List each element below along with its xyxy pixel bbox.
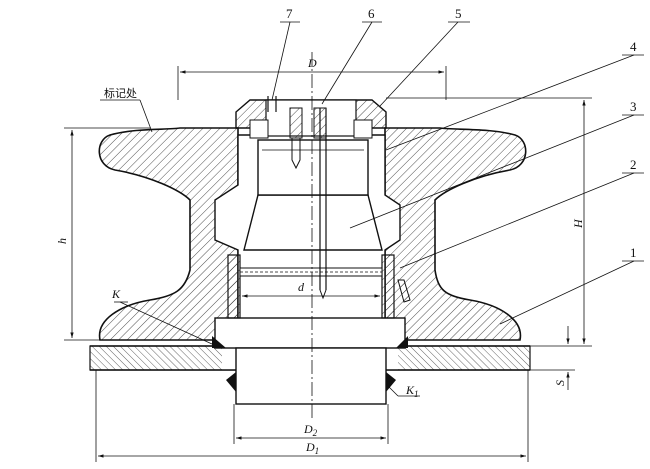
part-label-2: 2 xyxy=(630,157,637,172)
dim-label-h: h xyxy=(55,238,69,244)
dim-label-D: D xyxy=(307,56,317,70)
part-label-7: 7 xyxy=(286,6,293,21)
dim-label-D2: D2 xyxy=(303,422,318,438)
dimensions xyxy=(64,66,592,462)
dim-label-d: d xyxy=(298,280,305,294)
dim-label-D1: D1 xyxy=(305,440,319,456)
weld-label-K1: K1 xyxy=(405,383,419,399)
weld-label-K: K xyxy=(111,287,121,301)
inner-sleeve xyxy=(227,254,411,319)
leaders xyxy=(100,21,644,397)
part-label-4: 4 xyxy=(630,39,637,54)
part-label-1: 1 xyxy=(630,245,637,260)
part-label-5: 5 xyxy=(455,6,462,21)
marking-location-label: 标记处 xyxy=(104,86,137,100)
conical-plug xyxy=(243,139,383,251)
part-label-3: 3 xyxy=(630,99,637,114)
sleeve-pipe xyxy=(212,317,408,405)
dimension-labels: D d h H S D2 D1 K K1 标记处 xyxy=(55,56,585,456)
part-label-6: 6 xyxy=(368,6,375,21)
dim-label-S: S xyxy=(553,380,567,386)
top-cover xyxy=(235,96,387,300)
part-number-labels: 7 6 5 4 3 2 1 xyxy=(286,6,637,260)
weld-k1-left xyxy=(226,372,236,392)
weld-k-left xyxy=(212,336,226,348)
dim-label-H: H xyxy=(571,218,585,229)
weld-k-right xyxy=(396,336,408,348)
